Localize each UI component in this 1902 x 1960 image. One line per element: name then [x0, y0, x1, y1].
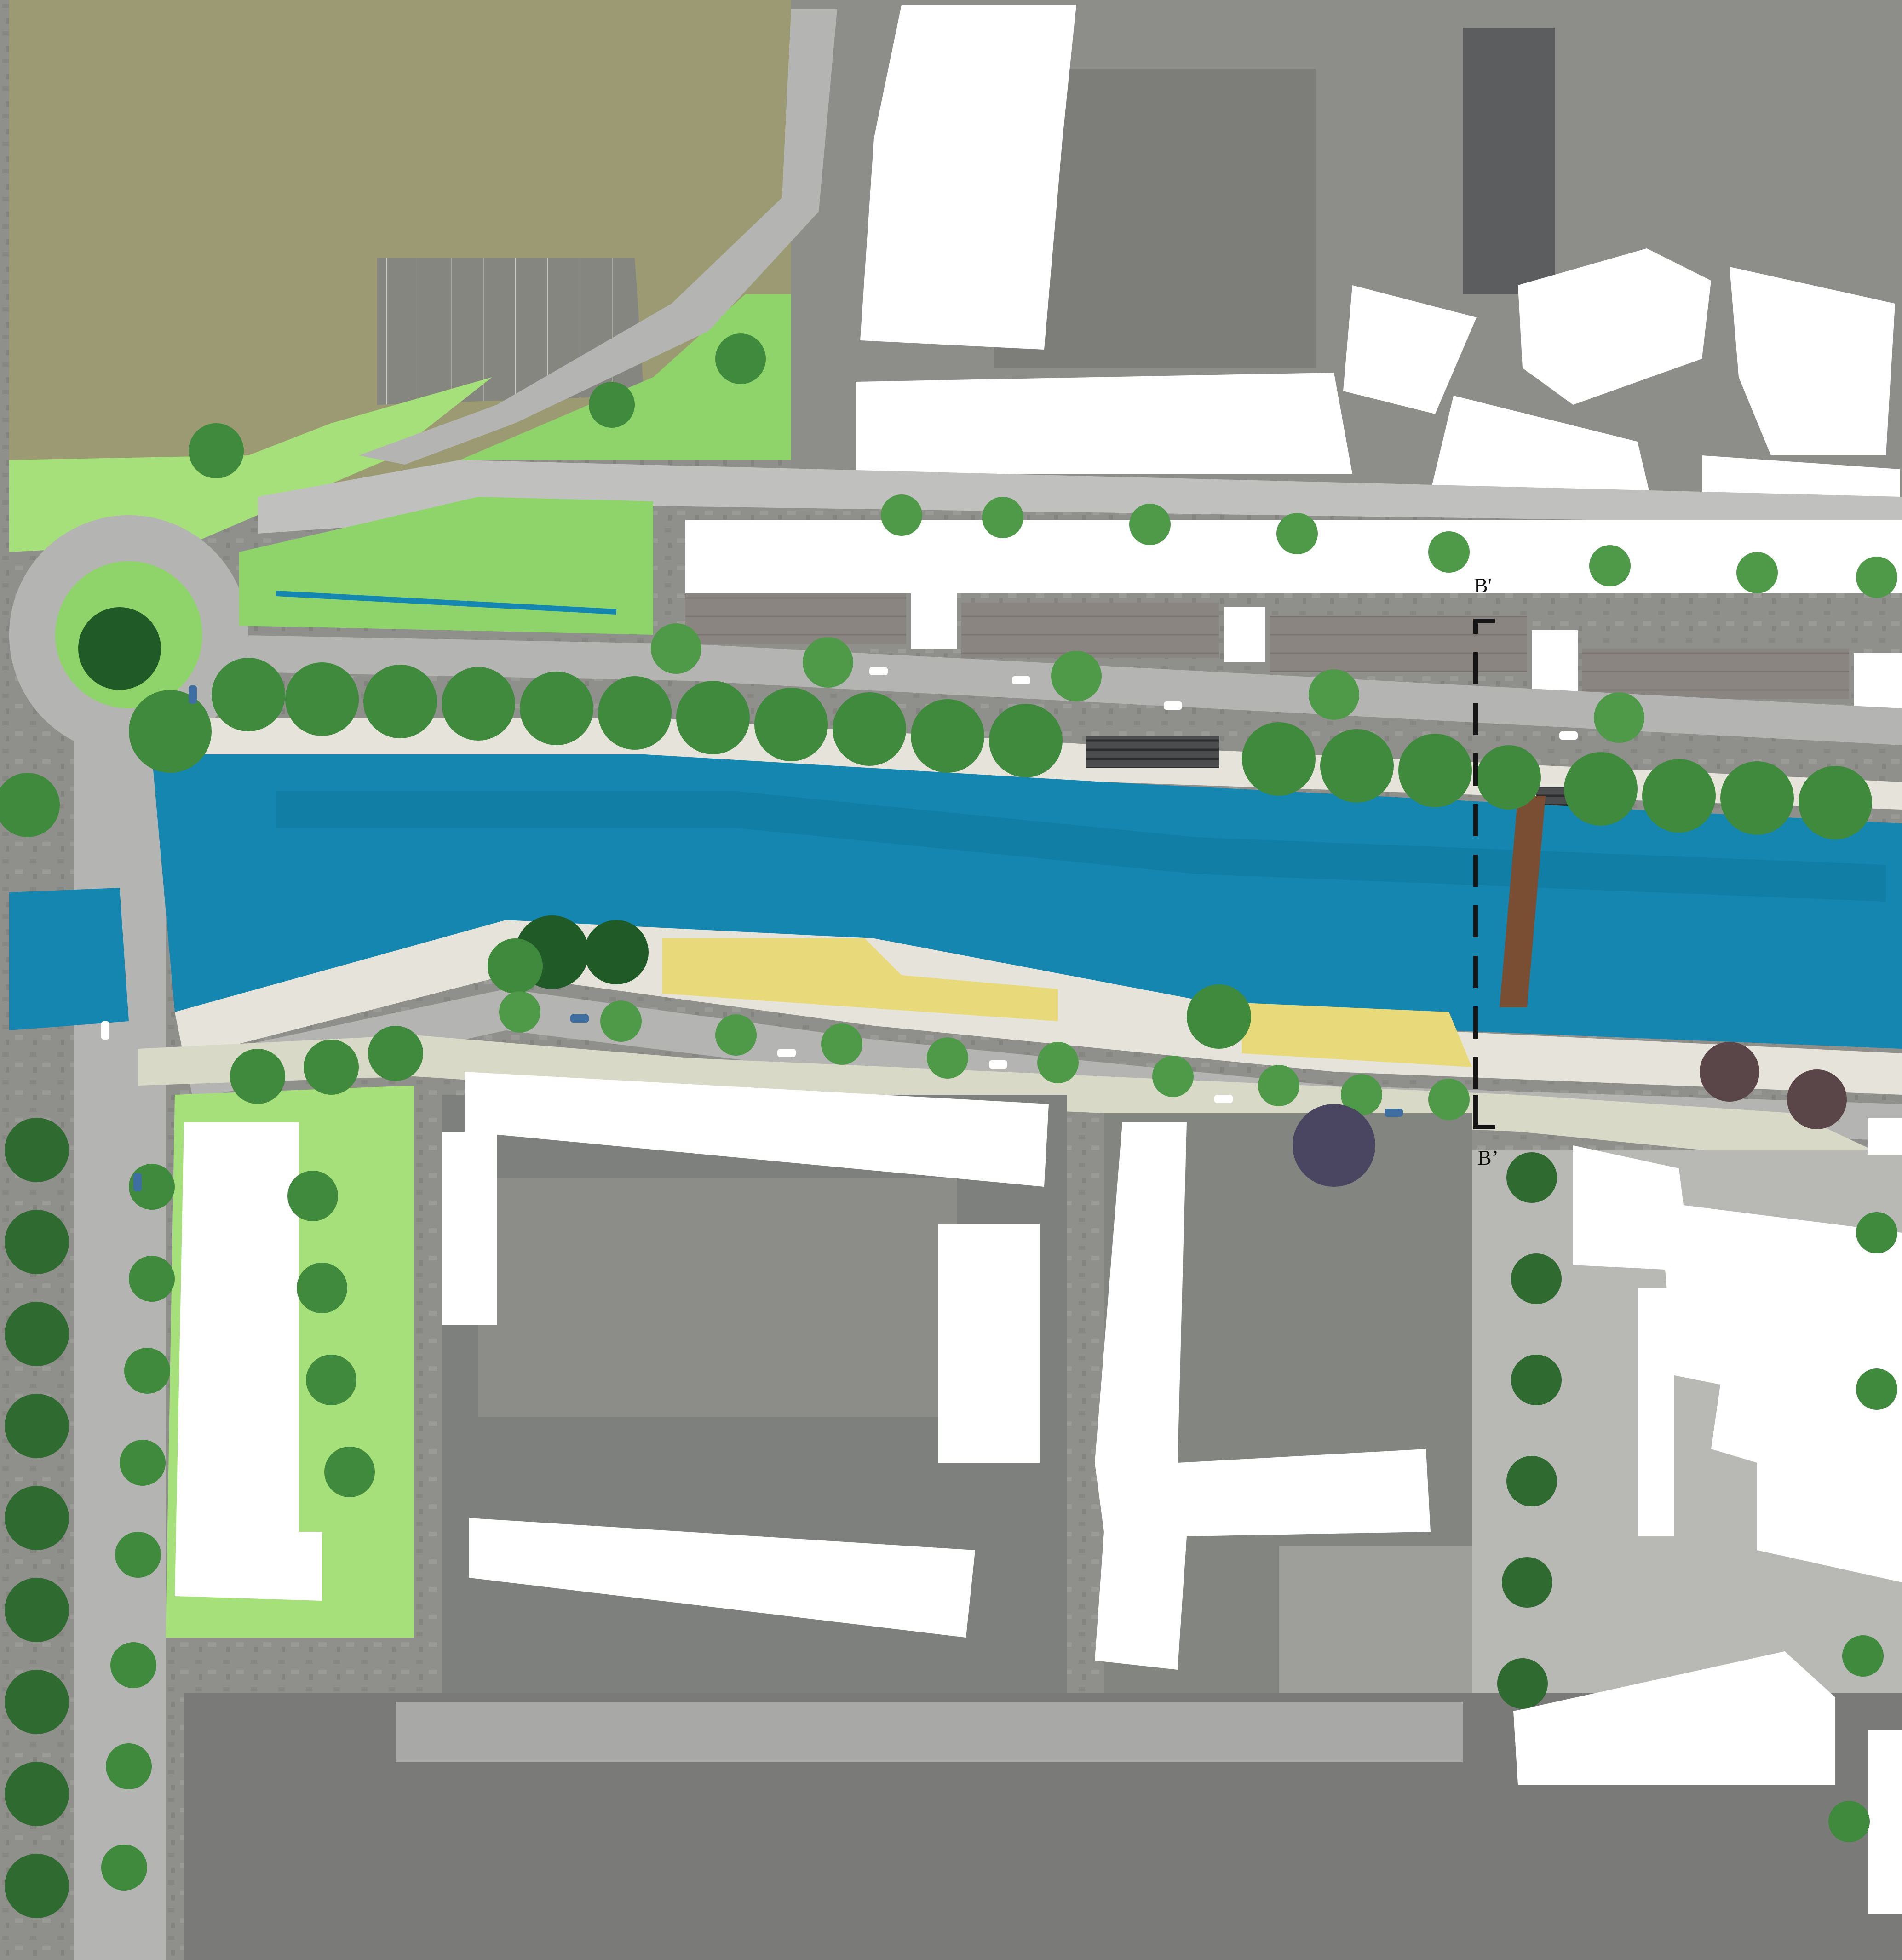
car-icon	[189, 685, 197, 704]
car-icon	[989, 1060, 1007, 1069]
car-icon	[570, 1014, 589, 1023]
tree-row-east	[1497, 1152, 1897, 1842]
road-ramp-northwest	[359, 9, 837, 465]
car-icon	[1385, 1109, 1403, 1117]
tree-row-south	[499, 991, 1470, 1120]
car-icon	[101, 1021, 109, 1040]
buildings-north	[856, 5, 1900, 543]
terrace-deck-4	[1582, 649, 1849, 699]
play-area-west	[662, 938, 1058, 1021]
section-line-b	[1473, 619, 1495, 1129]
river-shade	[276, 791, 1886, 902]
terrace-deck-3	[1270, 616, 1527, 672]
terrace-deck-2	[961, 603, 1219, 658]
tree-purple-group	[1293, 1042, 1847, 1187]
cars	[101, 524, 1578, 1191]
terrace-deck-1	[685, 593, 906, 644]
section-label-end: B’	[1477, 1146, 1499, 1169]
water-channel	[276, 591, 617, 615]
car-icon	[777, 1049, 796, 1057]
play-area-center	[1242, 1003, 1472, 1067]
buildings-south	[175, 1072, 1902, 1914]
car-icon	[869, 667, 888, 675]
tree-icon	[0, 333, 1872, 1049]
section-label-start: B'	[1474, 574, 1492, 597]
avenue-north	[258, 460, 1902, 534]
park-island	[239, 497, 653, 635]
parking-lot-northwest	[377, 258, 644, 405]
footbridge[interactable]	[1500, 796, 1546, 1007]
river	[152, 754, 1902, 1049]
lawn-northwest	[9, 377, 492, 552]
car-icon	[1559, 731, 1578, 740]
stairs-north	[1086, 736, 1219, 768]
trees	[0, 333, 1897, 1918]
car-icon	[1090, 524, 1109, 533]
building-north-1	[860, 5, 1076, 350]
pavilions	[911, 593, 1902, 708]
parking-lot-south	[478, 1178, 957, 1417]
street-south	[396, 1702, 1463, 1762]
car-icon	[1164, 701, 1182, 710]
lawn-north-slope	[460, 294, 791, 460]
car-icon	[133, 1173, 142, 1191]
river-west-channel	[9, 888, 129, 1030]
car-icon	[1012, 676, 1030, 684]
car-icon	[1214, 1095, 1233, 1103]
tree-row-north	[651, 494, 1897, 743]
quay-path-south	[138, 1035, 1902, 1205]
street-north-vertical	[1463, 28, 1555, 294]
tree-row-west	[5, 1026, 423, 1918]
